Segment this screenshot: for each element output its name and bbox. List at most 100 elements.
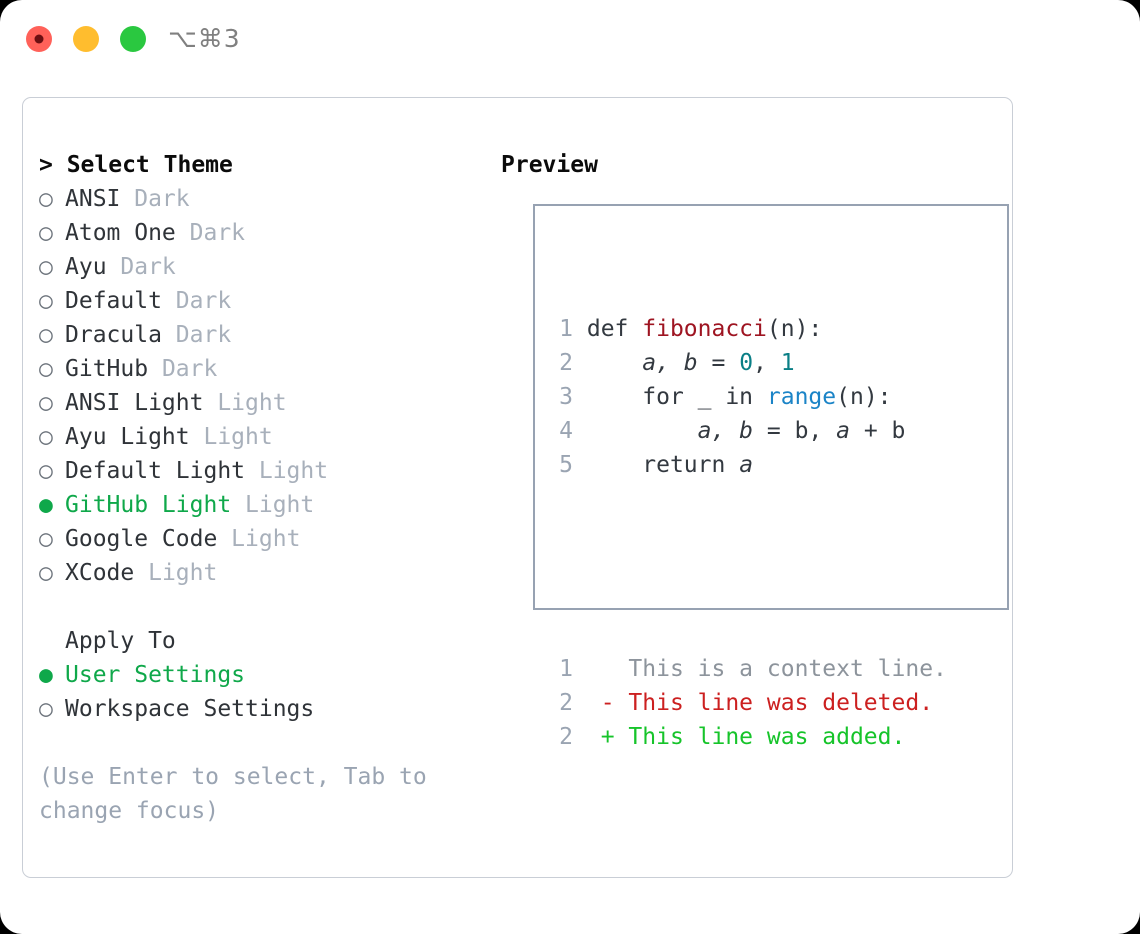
code-token: 1 bbox=[780, 350, 795, 376]
apply-to-item-label: Workspace Settings bbox=[65, 696, 315, 722]
close-button[interactable] bbox=[26, 26, 52, 52]
theme-item[interactable]: ○ANSI Light Light bbox=[39, 386, 479, 420]
code-token: for _ in bbox=[586, 384, 767, 410]
diff-text: This line was added. bbox=[614, 724, 906, 750]
theme-item[interactable]: ○ XCode Light bbox=[39, 556, 479, 590]
code-token: def bbox=[586, 316, 643, 342]
diff-marker bbox=[601, 656, 615, 682]
theme-list: ○ANSI Dark○Atom One Dark○Ayu Dark○Defaul… bbox=[39, 182, 479, 590]
theme-item[interactable]: ○Atom One Dark bbox=[39, 216, 479, 250]
radio-unselected-icon: ○ bbox=[39, 356, 53, 382]
line-number: 1 bbox=[559, 656, 573, 682]
apply-to-item[interactable]: ○ Workspace Settings bbox=[39, 692, 479, 726]
diff-line: 1 This is a context line. bbox=[545, 652, 947, 686]
radio-unselected-icon: ○ bbox=[39, 254, 53, 280]
theme-item-tag: Light bbox=[217, 526, 301, 552]
code-token: fibonacci bbox=[642, 316, 767, 342]
radio-unselected-icon: ○ bbox=[39, 186, 53, 212]
radio-selected-icon: ● bbox=[39, 492, 53, 518]
code-token: a bbox=[836, 418, 850, 444]
code-diff-gap bbox=[545, 550, 947, 584]
theme-item[interactable]: ● GitHub Light Light bbox=[39, 488, 479, 522]
theme-item[interactable]: ○Google Code Light bbox=[39, 522, 479, 556]
code-token: , bbox=[753, 350, 781, 376]
diff-marker: - bbox=[600, 690, 615, 716]
diff-line: 2 + This line was added. bbox=[545, 720, 947, 754]
code-token: 0 bbox=[739, 350, 754, 376]
keyboard-hint: (Use Enter to select, Tab to change focu… bbox=[39, 764, 441, 824]
radio-unselected-icon: ○ bbox=[39, 560, 53, 586]
theme-item-label: Dracula bbox=[65, 322, 162, 348]
theme-item-tag: Light bbox=[245, 458, 329, 484]
theme-item-label: ANSI bbox=[65, 186, 121, 212]
code-line: 5 return a bbox=[545, 448, 947, 482]
radio-unselected-icon: ○ bbox=[39, 322, 53, 348]
radio-unselected-icon: ○ bbox=[39, 458, 53, 484]
theme-item[interactable]: ○Ayu Light Light bbox=[39, 420, 479, 454]
theme-item-label: Default Light bbox=[65, 458, 246, 484]
theme-item[interactable]: ○Ayu Dark bbox=[39, 250, 479, 284]
theme-item[interactable]: ○ Default Dark bbox=[39, 284, 479, 318]
code-line: 2 a, b = 0, 1 bbox=[545, 346, 947, 380]
theme-picker-column: > Select Theme ○ANSI Dark○Atom One Dark○… bbox=[39, 148, 479, 828]
code-line: 1 def fibonacci(n): bbox=[545, 312, 947, 346]
theme-item[interactable]: ○ Default Light Light bbox=[39, 454, 479, 488]
line-number: 5 bbox=[559, 452, 573, 478]
radio-unselected-icon: ○ bbox=[39, 696, 53, 722]
theme-item[interactable]: ○ GitHub Dark bbox=[39, 352, 479, 386]
minimize-button[interactable] bbox=[73, 26, 99, 52]
theme-item-tag: Light bbox=[134, 560, 218, 586]
theme-item-tag: Dark bbox=[175, 220, 246, 246]
code-token: a bbox=[739, 452, 754, 478]
diff-sample: 1 This is a context line.2 - This line w… bbox=[545, 652, 947, 754]
apply-to-list: ●User Settings ○ Workspace Settings bbox=[39, 658, 479, 726]
theme-item-tag: Light bbox=[231, 492, 315, 518]
theme-item-label: ANSI Light bbox=[65, 390, 204, 416]
theme-item-label: XCode bbox=[65, 560, 135, 586]
main-panel: > Select Theme ○ANSI Dark○Atom One Dark○… bbox=[22, 97, 1013, 878]
preview-column: Preview 1 def fibonacci(n):2 a, b = 0, 1… bbox=[501, 148, 1009, 750]
theme-item-tag: Dark bbox=[161, 322, 232, 348]
theme-item-tag: Dark bbox=[161, 288, 232, 314]
theme-item-label: GitHub bbox=[65, 356, 149, 382]
list-spacer bbox=[39, 590, 479, 624]
theme-picker-header: > Select Theme bbox=[39, 152, 233, 178]
theme-item-label: Atom One bbox=[65, 220, 176, 246]
diff-text: This is a context line. bbox=[614, 656, 947, 682]
zoom-button[interactable] bbox=[120, 26, 146, 52]
theme-item-tag: Dark bbox=[148, 356, 218, 382]
apply-to-item[interactable]: ●User Settings bbox=[39, 658, 479, 692]
theme-item-label: Google Code bbox=[65, 526, 218, 552]
line-number: 2 bbox=[559, 350, 573, 376]
theme-item-tag: Dark bbox=[106, 254, 176, 280]
code-token: a, b bbox=[642, 350, 698, 376]
diff-text: This line was deleted. bbox=[614, 690, 934, 716]
theme-item-label: Default bbox=[65, 288, 162, 314]
theme-item-label: GitHub Light bbox=[65, 492, 232, 518]
code-token: a, b bbox=[697, 418, 754, 444]
theme-item-tag: Dark bbox=[120, 186, 190, 212]
theme-item[interactable]: ○ Dracula Dark bbox=[39, 318, 479, 352]
diff-marker: + bbox=[600, 724, 615, 750]
code-line: 3 for _ in range(n): bbox=[545, 380, 947, 414]
radio-selected-icon: ● bbox=[39, 662, 53, 688]
code-line: 4 a, b = b, a + b bbox=[545, 414, 947, 448]
line-number: 1 bbox=[559, 316, 573, 342]
diff-line: 2 - This line was deleted. bbox=[545, 686, 947, 720]
line-number: 3 bbox=[559, 384, 573, 410]
window-controls bbox=[26, 26, 146, 52]
theme-item-label: Ayu Light bbox=[65, 424, 190, 450]
theme-item[interactable]: ○ ANSI Dark bbox=[39, 182, 479, 216]
radio-unselected-icon: ○ bbox=[39, 424, 53, 450]
line-number: 2 bbox=[559, 690, 573, 716]
code-token: = b, bbox=[753, 418, 837, 444]
code-token: (n): bbox=[836, 384, 892, 410]
code-token bbox=[587, 418, 698, 444]
radio-unselected-icon: ○ bbox=[39, 288, 53, 314]
preview-title: Preview bbox=[501, 152, 598, 178]
title-bar: ⌥⌘3 bbox=[0, 0, 1140, 78]
